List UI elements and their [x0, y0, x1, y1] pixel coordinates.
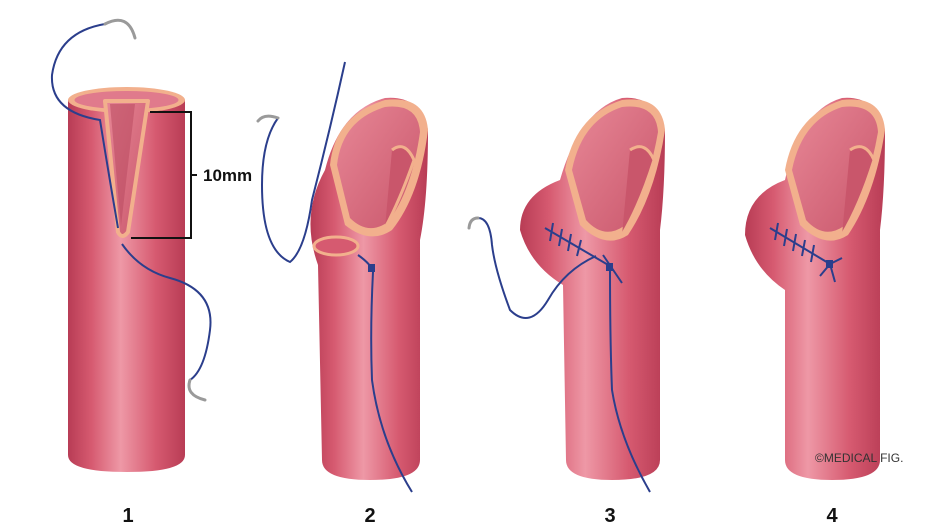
panel-1: 10mm 1	[50, 18, 252, 527]
suture-thread	[477, 217, 597, 319]
step-number-2: 2	[364, 505, 375, 527]
suture-line	[769, 227, 831, 265]
vessel-body	[68, 100, 185, 472]
needle	[103, 18, 137, 40]
panel-4: ©MEDICAL FIG. 4	[745, 97, 903, 527]
copyright-notice: ©MEDICAL FIG.	[815, 451, 903, 465]
suture-line	[544, 227, 611, 267]
suture-stitches	[774, 222, 815, 263]
suture-thread	[121, 243, 212, 381]
suture-knot	[606, 263, 613, 271]
incision-fold	[383, 145, 416, 229]
incision-inner-shadow	[110, 104, 135, 226]
panel-3: 3	[467, 97, 665, 527]
suture-knot	[826, 260, 833, 268]
suture-thread	[260, 61, 346, 264]
incision-fold	[840, 145, 876, 236]
suture-knot	[368, 264, 375, 272]
dimension-label: 10mm	[203, 166, 252, 185]
needle	[467, 216, 480, 230]
step-number-3: 3	[604, 505, 615, 527]
step-number-1: 1	[122, 505, 133, 527]
flap-loop	[312, 235, 360, 257]
step-number-4: 4	[826, 505, 838, 527]
needle-lower	[187, 378, 207, 402]
suture-stitches	[549, 222, 582, 257]
needle	[256, 114, 280, 123]
panel-2: 2	[256, 61, 428, 527]
suture-thread-top	[50, 23, 119, 229]
incision-fold	[620, 145, 656, 236]
